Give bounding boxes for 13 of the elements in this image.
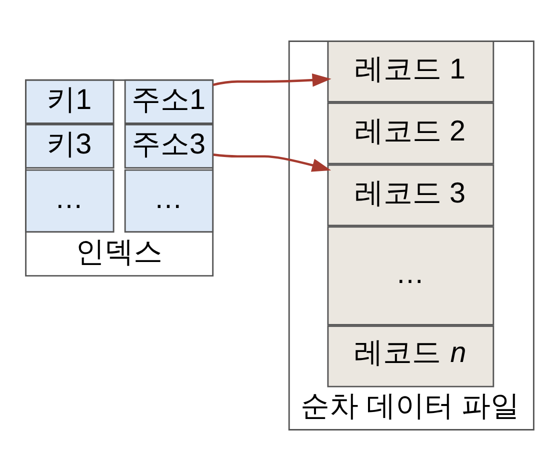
arrow [213,154,332,172]
node-box: 레코드 1 [327,40,494,102]
node-box: 레코드 2 [327,102,494,164]
node-box: … [124,169,214,233]
node-box: … [25,169,114,233]
node-box: 레코드 3 [327,164,494,226]
node-box: 키1 [25,79,114,124]
node-box: 레코드 n [327,325,494,388]
node-box: … [327,226,494,326]
arrow [212,73,332,87]
node-box: 주소1 [124,79,214,124]
node-box: 주소3 [124,124,214,169]
node-box: 키3 [25,124,114,169]
